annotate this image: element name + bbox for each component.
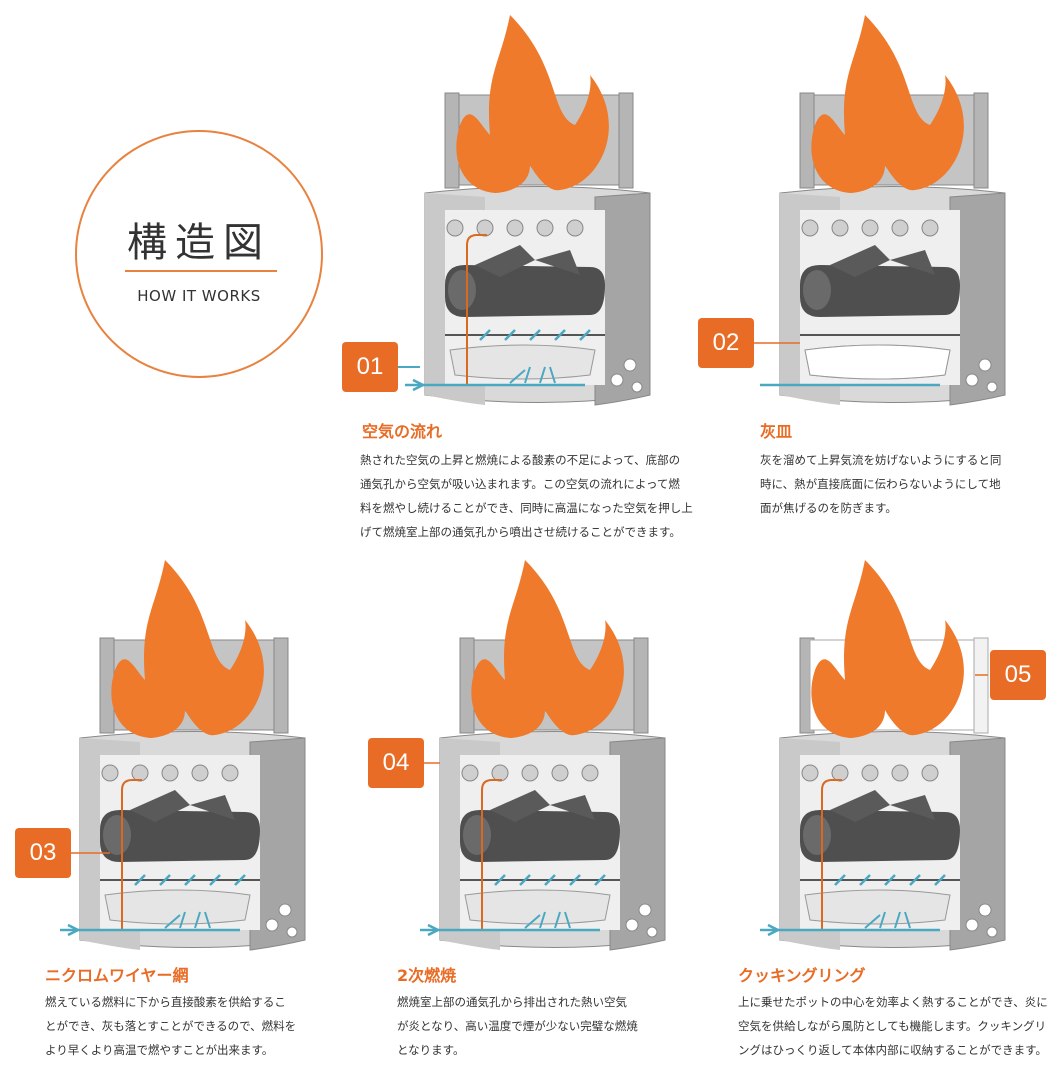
stove-diagram-cooking-ring (760, 560, 1006, 951)
feature-title-05: クッキングリング (738, 966, 866, 985)
title-divider (125, 270, 277, 272)
feature-title-01: 空気の流れ (362, 422, 443, 441)
feature-desc-02: 灰を溜めて上昇気流を妨げないようにすると同時に、熱が直接底面に伝わらないようにし… (760, 453, 1002, 515)
stove-diagram-airflow (405, 15, 651, 406)
feature-badge-01: 01 (342, 342, 398, 392)
stove-diagram-nichrome-grate (60, 560, 306, 951)
feature-badge-04: 04 (368, 738, 424, 788)
feature-desc-03: 燃えている燃料に下から直接酸素を供給することができ、灰も落とすことができるので、… (45, 995, 297, 1057)
feature-desc-04: 燃焼室上部の通気孔から排出された熱い空気が炎となり、高い温度で煙が少ない完璧な燃… (397, 995, 638, 1057)
feature-badge-05: 05 (990, 650, 1046, 700)
feature-title-03: ニクロムワイヤー網 (45, 966, 189, 985)
page-title: 構造図 (127, 220, 271, 266)
feature-desc-05: 上に乗せたポットの中心を効率よく熱することができ、炎に空気を供給しながら風防とし… (738, 995, 1048, 1057)
stove-diagram-secondary-combustion (420, 560, 666, 951)
stove-diagram-ash-tray (760, 15, 1006, 406)
feature-desc-01: 熱された空気の上昇と燃焼による酸素の不足によって、底部の通気孔から空気が吸い込ま… (360, 453, 693, 539)
feature-title-04: 2次燃焼 (397, 966, 457, 985)
feature-title-02: 灰皿 (760, 422, 793, 441)
page-subtitle: HOW IT WORKS (137, 287, 261, 305)
feature-badge-02: 02 (698, 318, 754, 368)
feature-badge-03: 03 (15, 828, 71, 878)
title-circle: 構造図 HOW IT WORKS (75, 130, 323, 378)
